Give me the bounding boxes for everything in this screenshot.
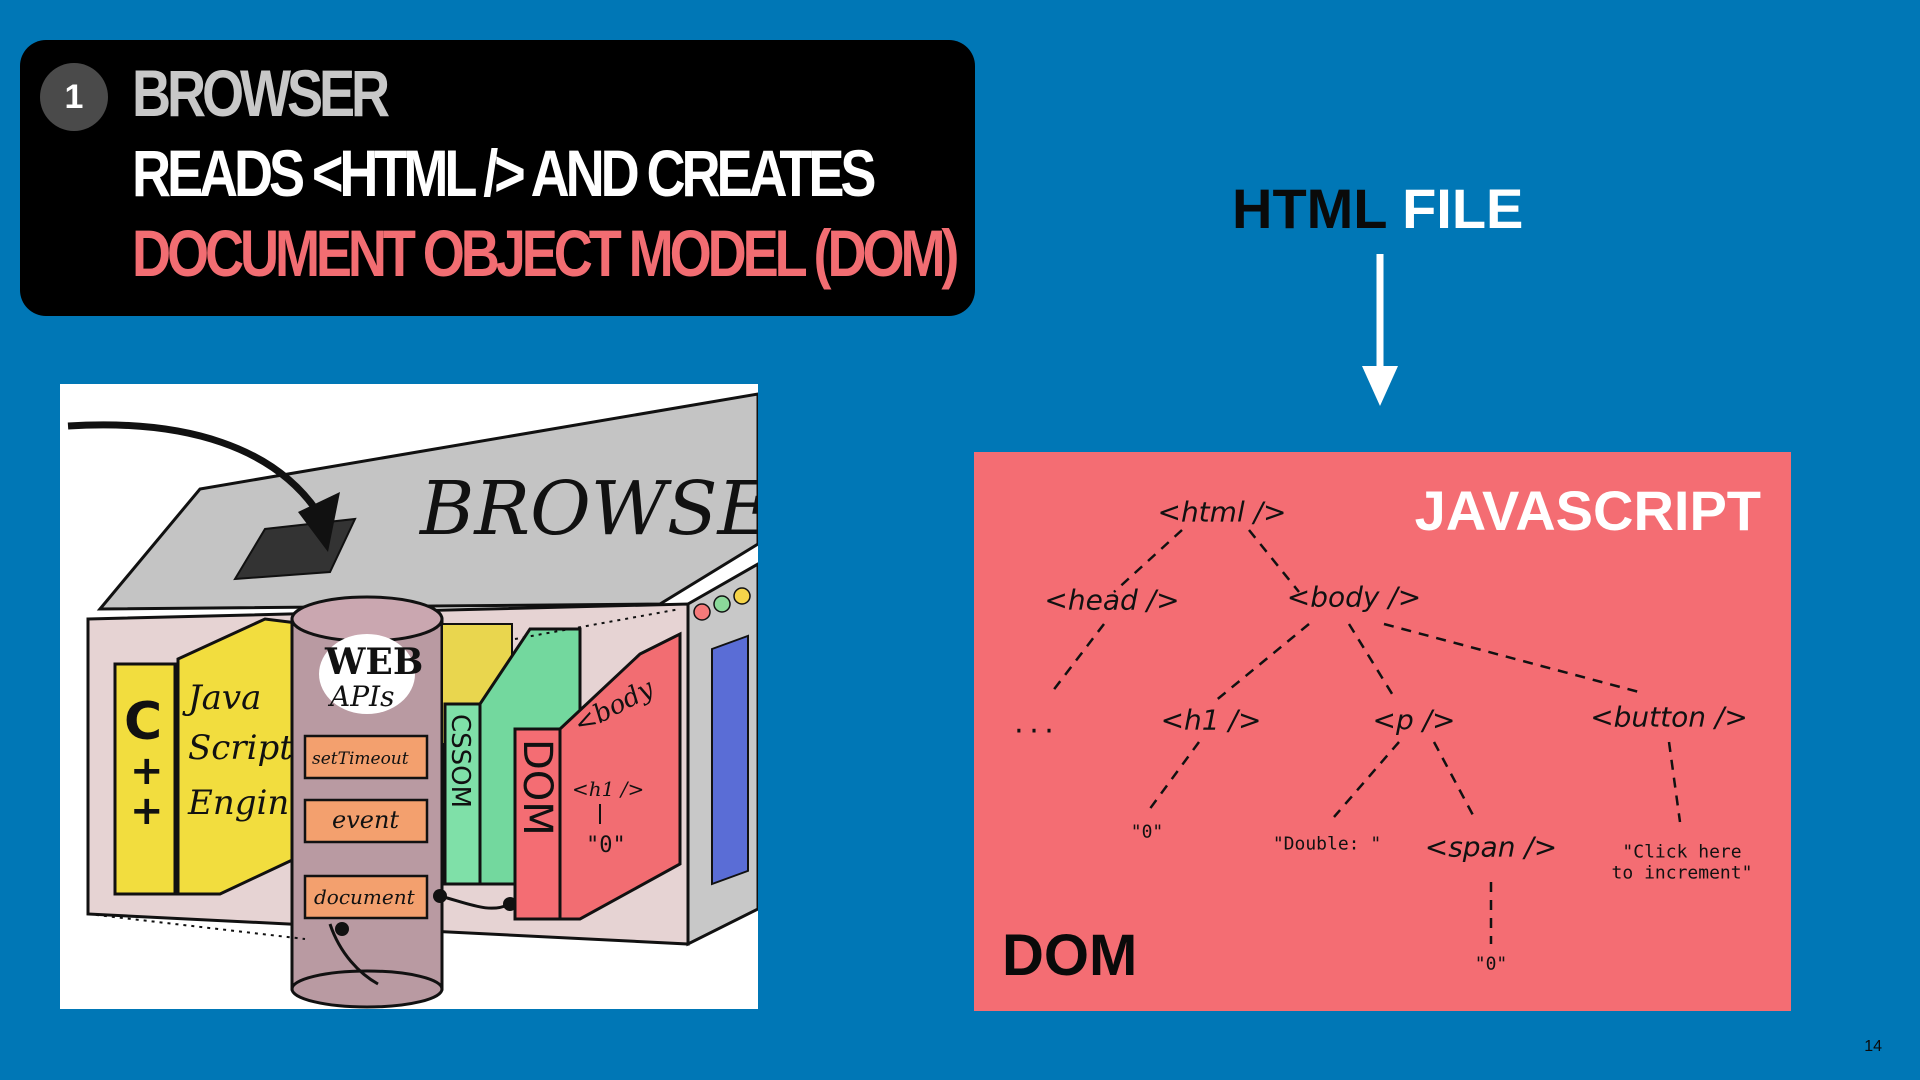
title-line-browser: BROWSER xyxy=(132,56,390,130)
sketch-cpp-plus1: + xyxy=(130,748,164,794)
title-line-reads: READS <HTML /> AND CREATES xyxy=(132,136,876,210)
down-arrow-icon xyxy=(1362,254,1398,406)
node-span: <span /> xyxy=(1424,830,1558,864)
node-head: <head /> xyxy=(1044,583,1180,617)
sketch-js-java: Java xyxy=(182,678,261,718)
page-number: 14 xyxy=(1864,1038,1882,1055)
node-double-text: "Double: " xyxy=(1272,833,1382,855)
dom-tree-panel: JAVASCRIPT DOM <html /> <head /> <body /… xyxy=(974,452,1791,1011)
sketch-apis-label: APIs xyxy=(327,680,395,713)
node-html: <html /> xyxy=(1157,495,1287,529)
sketch-api-settimeout: setTimeout xyxy=(312,749,409,769)
html-file-part2: FILE xyxy=(1402,177,1524,240)
sketch-cpp-c: C xyxy=(124,692,162,752)
browser-sketch-svg: BROWSER C + + Java Script Engine WEB API… xyxy=(67,392,758,1009)
step-badge: 1 xyxy=(40,63,108,131)
node-button: <button /> xyxy=(1590,700,1748,734)
node-span-text: "0" xyxy=(1474,953,1508,975)
node-p: <p /> xyxy=(1372,703,1456,737)
dom-label: DOM xyxy=(1002,923,1138,988)
node-h1: <h1 /> xyxy=(1160,703,1262,737)
javascript-label: JAVASCRIPT xyxy=(1414,479,1761,542)
browser-sketch-illustration: BROWSER C + + Java Script Engine WEB API… xyxy=(60,384,758,1009)
node-h1-text: "0" xyxy=(1130,821,1164,843)
dom-tree-connectors xyxy=(1051,529,1682,944)
sketch-js-script: Script xyxy=(188,728,293,768)
sketch-web-label: WEB xyxy=(324,641,423,683)
node-click-text-line2: to increment" xyxy=(1611,862,1753,884)
sketch-cssom-label: CSSOM xyxy=(445,714,475,808)
sketch-api-event: event xyxy=(332,806,399,834)
html-file-label: HTML FILE xyxy=(1232,176,1523,241)
sketch-zero: "0" xyxy=(586,833,626,858)
title-box xyxy=(20,40,975,316)
sketch-h1-tag: <h1 /> xyxy=(572,777,644,801)
node-body: <body /> xyxy=(1286,580,1422,614)
node-click-text-line1: "Click here xyxy=(1622,841,1742,863)
sketch-browser-label: BROWSER xyxy=(418,466,758,552)
title-line-dom: DOCUMENT OBJECT MODEL (DOM) xyxy=(132,216,959,290)
node-ellipsis: ... xyxy=(1011,709,1057,739)
html-file-part1: HTML xyxy=(1232,177,1387,240)
sketch-cpp-plus2: + xyxy=(130,788,164,834)
sketch-api-document: document xyxy=(314,885,416,909)
sketch-dom-label: DOM xyxy=(514,739,560,836)
sketch-js-engine: Engine xyxy=(187,783,309,823)
